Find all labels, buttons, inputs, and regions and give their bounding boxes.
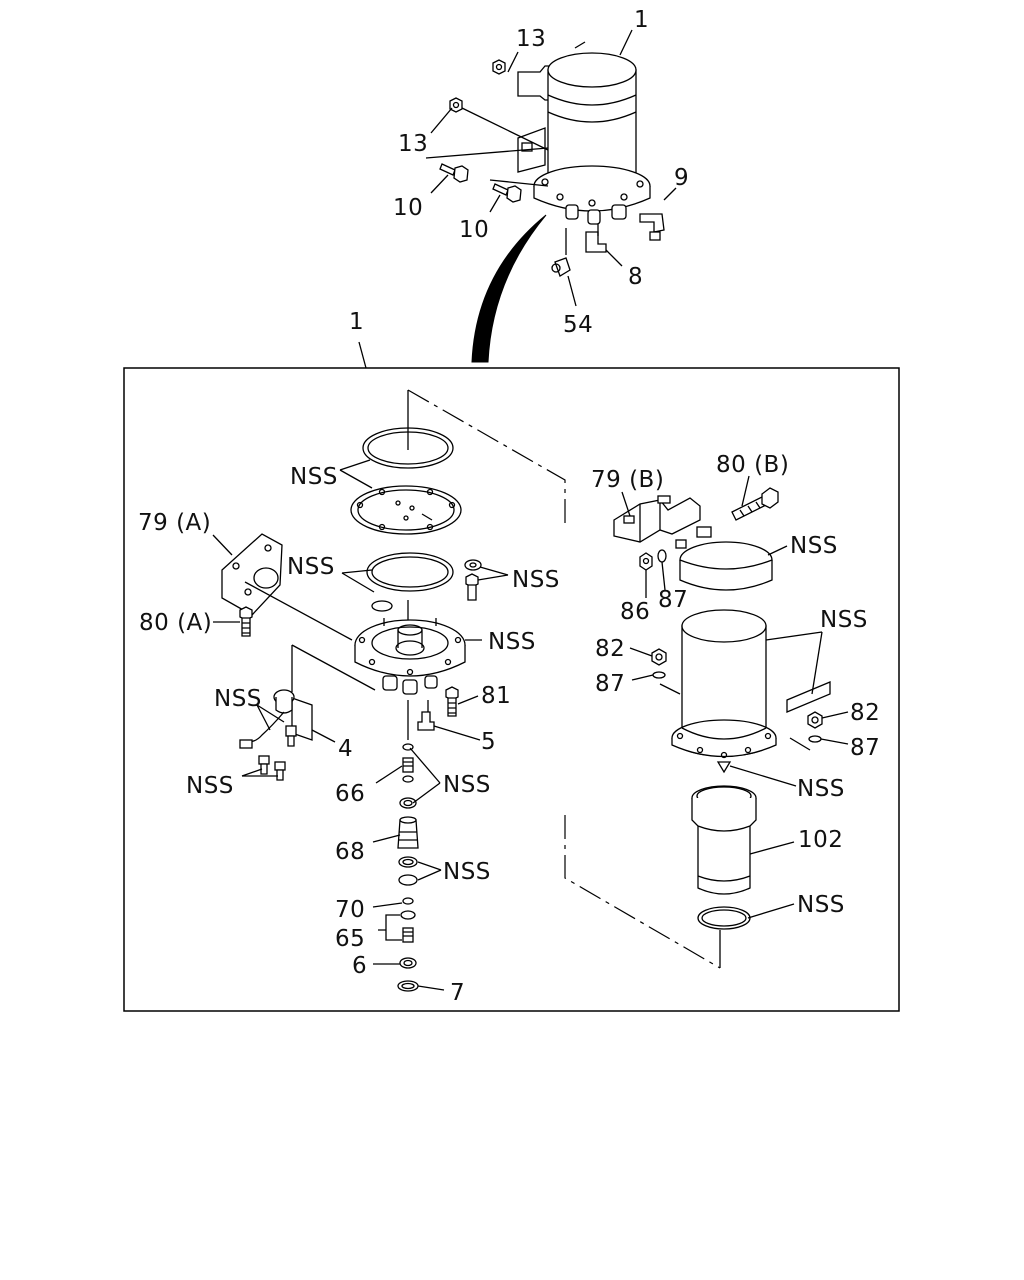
callout-82-nut-right: 82 bbox=[850, 700, 880, 726]
callout-6-washer: 6 bbox=[352, 953, 367, 979]
callout-top-10-bolt: 10 bbox=[393, 195, 423, 221]
left-stack-parts bbox=[212, 390, 509, 992]
callout-7-gasket: 7 bbox=[450, 980, 465, 1006]
callout-nss-top-oring: NSS bbox=[290, 464, 338, 490]
callout-80a-bolt: 80 (A) bbox=[139, 610, 212, 636]
callout-82-nut-left: 82 bbox=[595, 636, 625, 662]
callout-top-13-nut: 13 bbox=[516, 26, 546, 52]
callout-nss-harness: NSS bbox=[214, 686, 262, 712]
callout-top-10-bolt-right: 10 bbox=[459, 217, 489, 243]
callout-81-bolt: 81 bbox=[481, 683, 511, 709]
callout-top-1: 1 bbox=[634, 7, 649, 33]
callout-nss-spring: NSS bbox=[797, 776, 845, 802]
exploded-view-frame bbox=[123, 367, 900, 1012]
callout-top-13-nut-lower: 13 bbox=[398, 131, 428, 157]
callout-87-washer-right: 87 bbox=[850, 735, 880, 761]
callout-102-element: 102 bbox=[798, 827, 843, 853]
callout-nss-housing: NSS bbox=[488, 629, 536, 655]
callout-66-valve: 66 bbox=[335, 781, 365, 807]
callout-68-plug: 68 bbox=[335, 839, 365, 865]
callout-nss-label-strip: NSS bbox=[820, 607, 868, 633]
callout-top-54: 54 bbox=[563, 312, 593, 338]
callout-79a-bracket: 79 (A) bbox=[138, 510, 211, 536]
assembled-filter-unit bbox=[425, 29, 677, 363]
callout-4-sensor: 4 bbox=[338, 736, 353, 762]
callout-nss-band: NSS bbox=[790, 533, 838, 559]
callout-nss-mid-oring: NSS bbox=[287, 554, 335, 580]
callout-nss-screws: NSS bbox=[186, 773, 234, 799]
callout-5-fitting: 5 bbox=[481, 729, 496, 755]
callout-top-9: 9 bbox=[674, 165, 689, 191]
callout-top-8: 8 bbox=[628, 264, 643, 290]
callout-nss-bottom-oring: NSS bbox=[797, 892, 845, 918]
callout-70-seal: 70 bbox=[335, 897, 365, 923]
callout-65-drain: 65 bbox=[335, 926, 365, 952]
callout-87-washer-left: 87 bbox=[595, 671, 625, 697]
callout-80b-bolt: 80 (B) bbox=[716, 452, 789, 478]
callout-nss-bolt-washer: NSS bbox=[512, 567, 560, 593]
callout-86-nut: 86 bbox=[620, 599, 650, 625]
callout-87-washer-top: 87 bbox=[658, 587, 688, 613]
callout-79b-bracket: 79 (B) bbox=[591, 467, 664, 493]
right-stack-parts bbox=[613, 475, 849, 968]
callout-nss-washers: NSS bbox=[443, 859, 491, 885]
callout-nss-valve-parts: NSS bbox=[443, 772, 491, 798]
callout-box-1: 1 bbox=[349, 309, 364, 335]
